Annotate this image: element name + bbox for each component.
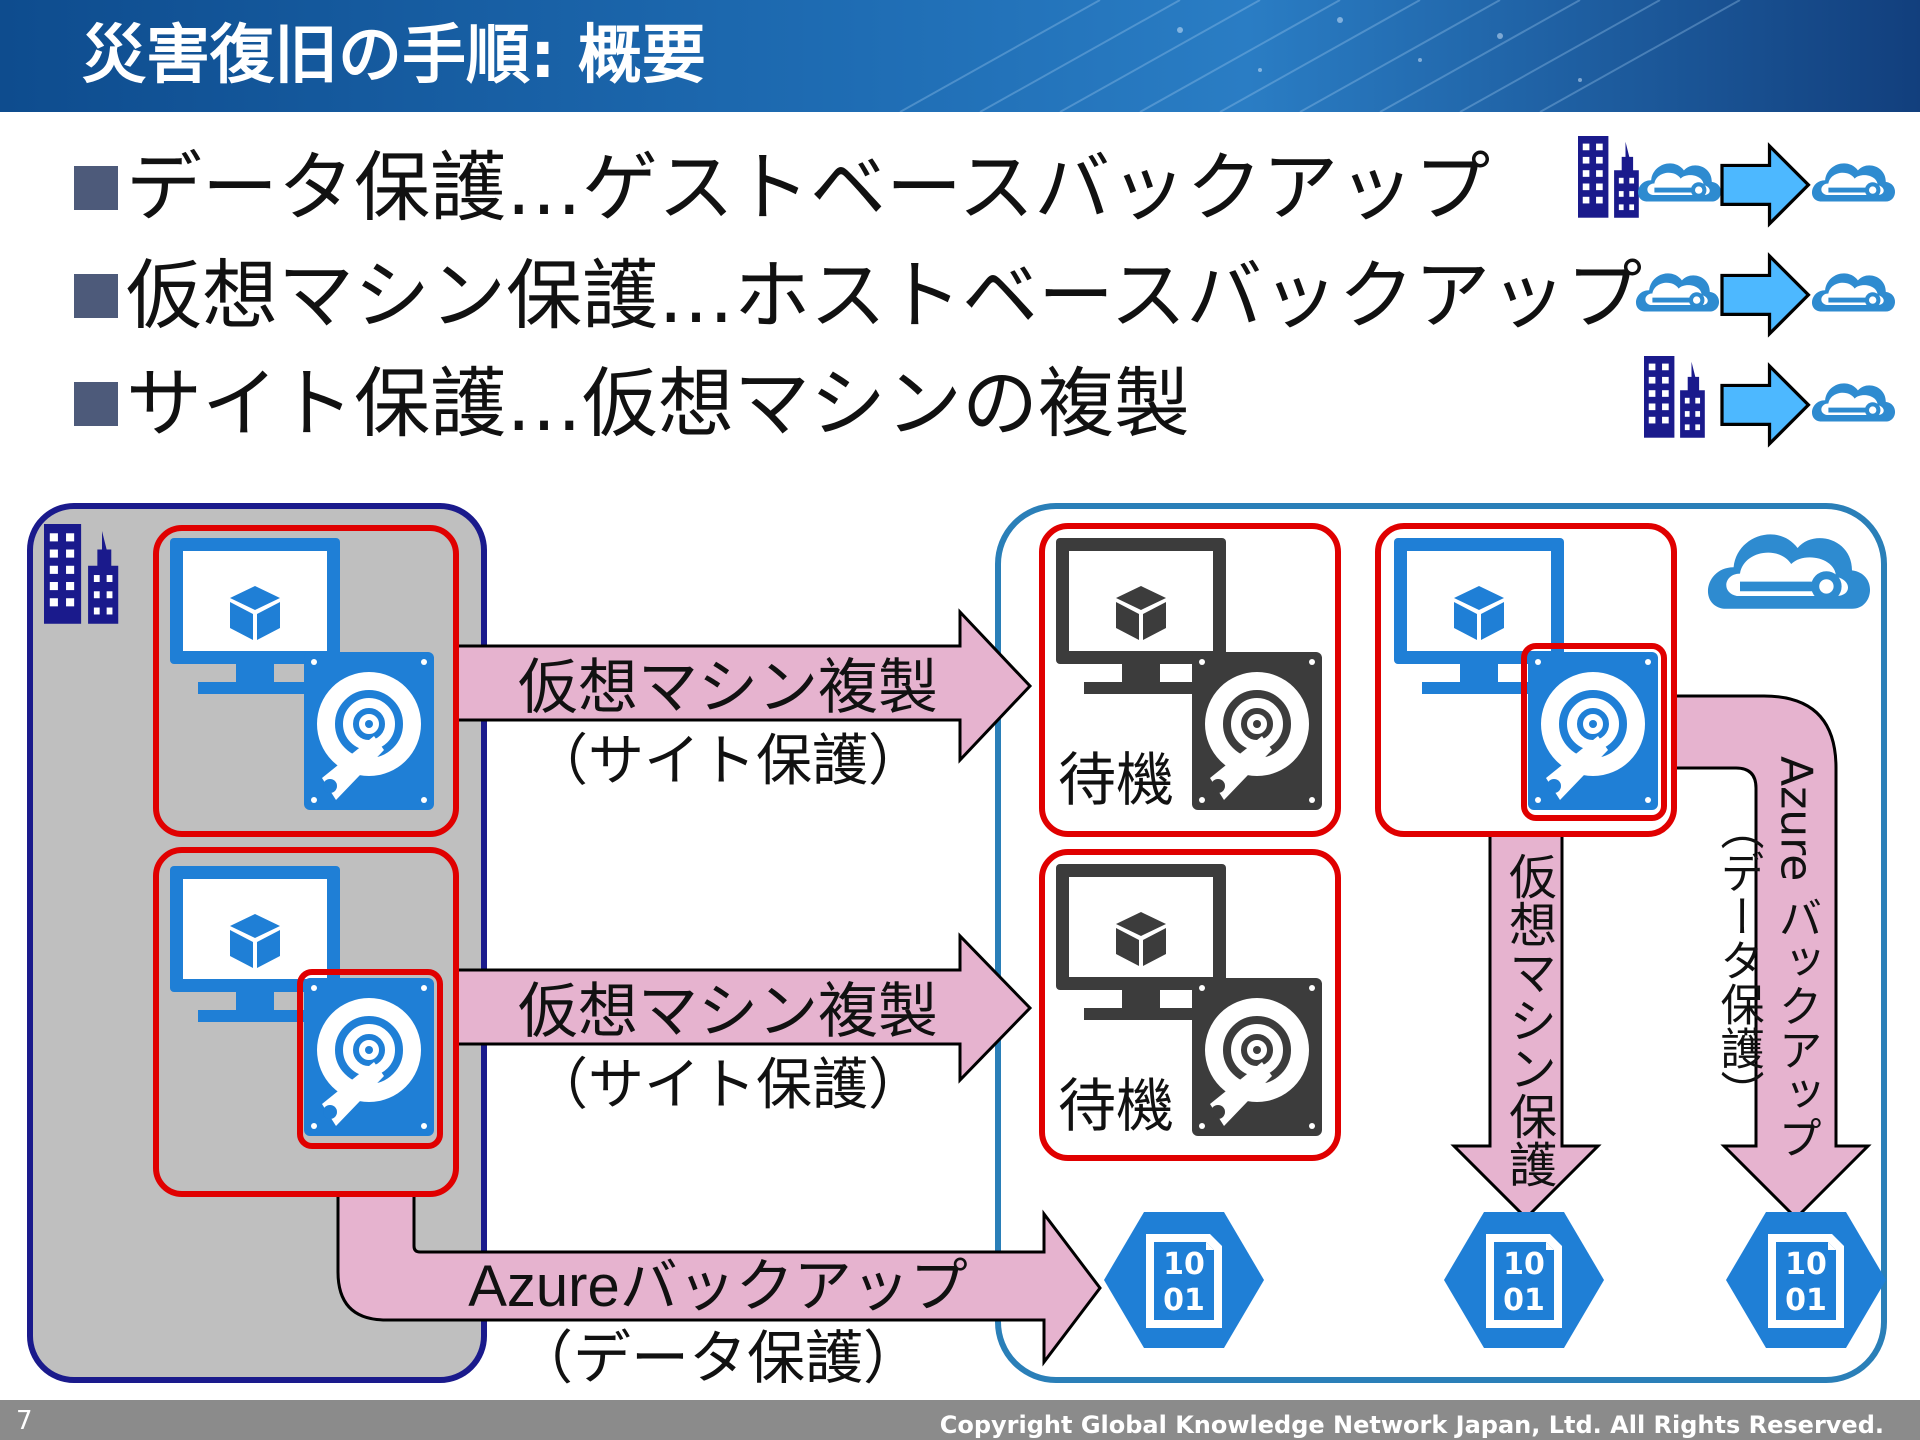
bullet-square-icon — [74, 382, 118, 426]
icon-row-vm-protection — [1636, 254, 1895, 336]
icon-row-site-protection — [1644, 356, 1895, 446]
vault-hexagon-icon: 10 01 — [1444, 1212, 1604, 1348]
bullet-text: サイト保護…仮想マシンの複製 — [126, 359, 1190, 448]
vertical-vm-protection-label: 仮想マシン保護 — [1500, 852, 1557, 1188]
onprem-vm-2 — [153, 847, 459, 1197]
vault-label-top: 10 — [1785, 1247, 1827, 1282]
bullet-square-icon — [74, 274, 118, 318]
bullet-text: データ保護…ゲストベースバックアップ — [126, 143, 1491, 232]
page-title: 災害復旧の手順: 概要 — [82, 19, 706, 93]
hard-disk-icon — [304, 652, 434, 810]
vault-label-bottom: 01 — [1785, 1283, 1827, 1318]
disk-highlight-box — [1521, 643, 1667, 821]
onprem-vm-1 — [153, 525, 459, 837]
copyright-text: Copyright Global Knowledge Network Japan… — [939, 1411, 1884, 1439]
vault-hexagon-icon: 10 01 — [1104, 1212, 1264, 1348]
right-arrow-icon — [1720, 254, 1811, 336]
building-icon — [1578, 136, 1639, 218]
azure-cloud-icon — [1812, 383, 1895, 421]
title-bar: 災害復旧の手順: 概要 — [0, 0, 1920, 112]
vault-label-top: 10 — [1503, 1247, 1545, 1282]
disk-highlight-box — [297, 969, 443, 1149]
azure-backup-arrow — [336, 1106, 1102, 1367]
hard-disk-icon — [1192, 652, 1322, 810]
bullet-square-icon — [74, 166, 118, 210]
arrow-bottom-line2: （データ保護） — [515, 1324, 921, 1392]
standby-vm-2: 待機 — [1039, 849, 1341, 1161]
hard-disk-icon — [1528, 652, 1658, 810]
hard-disk-icon — [304, 978, 434, 1136]
vault-label-top: 10 — [1163, 1247, 1205, 1282]
arrow-middle-line1: 仮想マシン複製 — [518, 977, 938, 1047]
azure-cloud-icon — [1636, 273, 1719, 311]
vault-hexagon-icon: 10 01 — [1726, 1212, 1886, 1348]
building-icon — [1644, 356, 1705, 438]
bullet-vm-protection: 仮想マシン保護…ホストベースバックアップ — [74, 246, 1642, 346]
azure-cloud-icon — [1638, 163, 1721, 201]
hard-disk-icon — [1192, 978, 1322, 1136]
dr-diagram: Azureバックアップ （データ保護） 仮想マシン複製 （サイト保護） 仮想マシ… — [27, 136, 1920, 1392]
page-number: 7 — [16, 1406, 33, 1436]
azure-backup-vertical-arrow — [1670, 694, 1872, 1221]
azure-vm — [1375, 523, 1677, 837]
footer-bar — [0, 1400, 1920, 1440]
arrow-top-line1: 仮想マシン複製 — [518, 653, 938, 723]
icon-row-data-protection — [1578, 136, 1895, 226]
vault-label-bottom: 01 — [1163, 1283, 1205, 1318]
arrow-top-line2: （サイト保護） — [532, 729, 924, 794]
vm-protection-arrow — [1450, 826, 1602, 1221]
right-arrow-icon — [1720, 144, 1811, 226]
vm-replication-arrow-top — [446, 608, 1033, 764]
standby-label: 待機 — [1058, 1072, 1174, 1140]
bullet-text: 仮想マシン保護…ホストベースバックアップ — [126, 251, 1643, 340]
azure-cloud-icon — [1812, 273, 1895, 311]
vertical-azure-backup-label: Azure バックアップ — [1771, 756, 1822, 1159]
azure-cloud-icon — [1812, 163, 1895, 201]
standby-label: 待機 — [1058, 746, 1174, 814]
title-bar-decoration — [899, 0, 1741, 112]
arrow-bottom-line1: Azureバックアップ — [468, 1254, 968, 1319]
vertical-data-protection-label: （データ保護） — [1713, 806, 1764, 1114]
bullet-site-protection: サイト保護…仮想マシンの複製 — [74, 354, 1190, 454]
vm-replication-arrow-middle — [446, 932, 1033, 1084]
vault-label-bottom: 01 — [1503, 1283, 1545, 1318]
arrow-middle-line2: （サイト保護） — [532, 1053, 924, 1118]
standby-vm-1: 待機 — [1039, 523, 1341, 837]
bullet-data-protection: データ保護…ゲストベースバックアップ — [74, 138, 1490, 238]
right-arrow-icon — [1720, 364, 1811, 446]
